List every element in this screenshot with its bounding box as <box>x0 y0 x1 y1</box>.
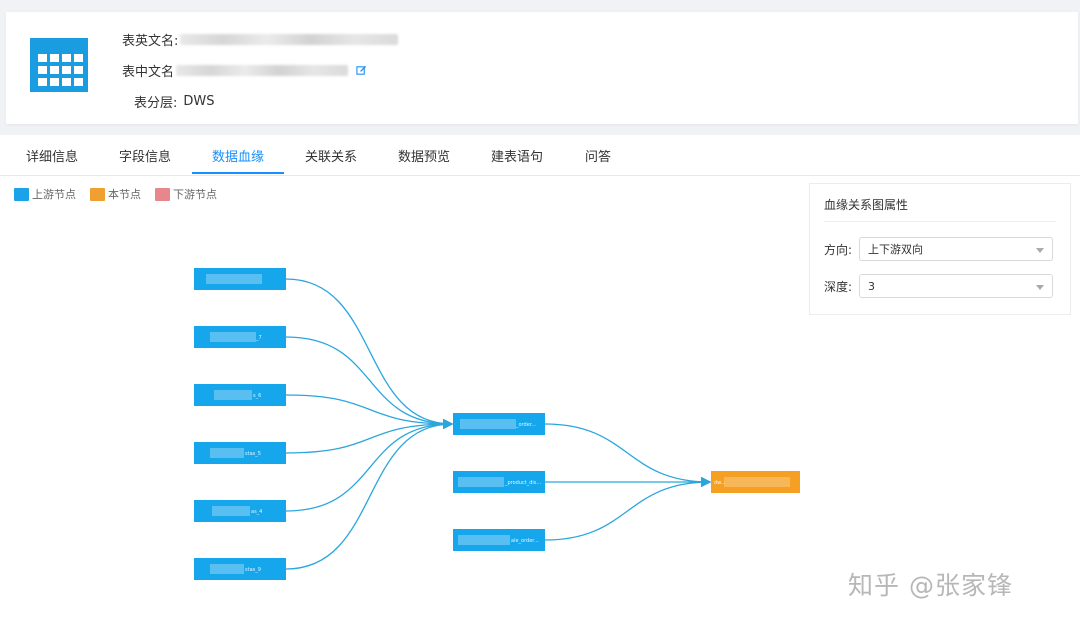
legend-upstream-label: 上游节点 <box>32 188 76 201</box>
upstream-node[interactable]: stas_5 <box>194 442 286 464</box>
layer-row: 表分层: DWS <box>134 92 215 111</box>
redacted-label <box>210 448 244 458</box>
english-name-value-redacted <box>180 34 399 45</box>
layer-value: DWS <box>183 94 215 109</box>
tab-relations[interactable]: 关联关系 <box>304 150 357 165</box>
direction-value: 上下游双向 <box>868 243 923 256</box>
redacted-label <box>460 419 516 429</box>
active-tab-indicator <box>192 172 284 174</box>
node-label: ale_order... <box>511 538 539 544</box>
node-label: dw... <box>714 480 726 486</box>
legend-downstream-label: 下游节点 <box>173 188 217 201</box>
tab-preview[interactable]: 数据预览 <box>397 150 450 165</box>
legend-downstream[interactable]: 下游节点 <box>155 186 217 202</box>
direction-label: 方向: <box>824 242 853 257</box>
upstream-node[interactable] <box>194 268 286 290</box>
legend-current-label: 本节点 <box>108 188 141 201</box>
node-label: _order... <box>515 422 537 428</box>
edge-m3-c <box>544 476 712 541</box>
node-label: s_6 <box>253 393 261 399</box>
upstream-node[interactable]: _product_dis... <box>453 471 545 493</box>
node-label: stas_5 <box>245 451 261 457</box>
english-name-label: 表英文名: <box>122 34 179 49</box>
redacted-label <box>206 274 262 284</box>
upstream-node[interactable]: _order... <box>453 413 545 435</box>
tab-ddl[interactable]: 建表语句 <box>490 150 543 165</box>
lineage-legend: 上游节点 本节点 下游节点 <box>14 186 231 202</box>
depth-row: 深度: 3 <box>824 274 1053 298</box>
edge-m1-c <box>544 423 712 488</box>
chinese-name-row: 表中文名 <box>122 61 367 80</box>
redacted-label <box>458 477 504 487</box>
upstream-node[interactable]: ale_order... <box>453 529 545 551</box>
upstream-node[interactable]: as_4 <box>194 500 286 522</box>
direction-row: 方向: 上下游双向 <box>824 237 1053 261</box>
main-content: 详细信息 字段信息 数据血缘 关联关系 数据预览 建表语句 问答 上游节点 本节… <box>0 135 1080 629</box>
edge-u2-m1 <box>285 336 454 430</box>
legend-upstream[interactable]: 上游节点 <box>14 186 76 202</box>
node-label: as_4 <box>251 509 262 515</box>
edge-u6-m1 <box>285 418 454 570</box>
current-node[interactable]: dw... <box>711 471 800 493</box>
redacted-label <box>724 477 790 487</box>
chinese-name-value-redacted <box>176 65 349 76</box>
edge-u4-m1 <box>285 418 454 454</box>
chinese-name-label: 表中文名 <box>122 65 175 80</box>
watermark: 知乎 @张家锋 <box>848 571 1013 600</box>
node-label: _product_dis... <box>504 480 542 486</box>
chevron-down-icon <box>1036 248 1044 253</box>
upstream-node[interactable]: s_6 <box>194 384 286 406</box>
edge-u3-m1 <box>285 394 454 430</box>
tab-lineage[interactable]: 数据血缘 <box>211 150 264 165</box>
redacted-label <box>210 564 244 574</box>
tab-qa[interactable]: 问答 <box>584 150 611 165</box>
upstream-node[interactable]: stas_9 <box>194 558 286 580</box>
direction-select[interactable]: 上下游双向 <box>859 237 1053 261</box>
redacted-label <box>212 506 250 516</box>
redacted-label <box>458 535 510 545</box>
lineage-graph: _7 s_6 stas_5 as_4 stas_9 _order... <box>194 268 800 580</box>
depth-value: 3 <box>868 280 875 293</box>
tab-fields[interactable]: 字段信息 <box>118 150 171 165</box>
props-divider <box>824 221 1056 222</box>
legend-current-swatch <box>90 187 105 201</box>
layer-label: 表分层: <box>134 96 178 111</box>
chevron-down-icon <box>1036 285 1044 290</box>
legend-current[interactable]: 本节点 <box>90 186 141 202</box>
upstream-node[interactable]: _7 <box>194 326 286 348</box>
lineage-properties-panel: 血缘关系图属性 方向: 上下游双向 深度: 3 <box>809 183 1071 315</box>
table-icon <box>30 38 88 92</box>
edge-u5-m1 <box>285 418 454 512</box>
legend-upstream-swatch <box>14 187 29 201</box>
node-label: stas_9 <box>245 567 261 573</box>
redacted-label <box>214 390 252 400</box>
edge-u1-m1 <box>285 278 454 430</box>
edit-icon[interactable] <box>356 65 367 76</box>
props-panel-title: 血缘关系图属性 <box>824 198 909 212</box>
node-label: _7 <box>255 335 262 341</box>
depth-select[interactable]: 3 <box>859 274 1053 298</box>
redacted-label <box>210 332 256 342</box>
tab-bar: 详细信息 字段信息 数据血缘 关联关系 数据预览 建表语句 问答 <box>0 135 1080 176</box>
legend-downstream-swatch <box>155 187 170 201</box>
table-info-card: 表英文名: 表中文名 表分层: DWS <box>6 12 1078 124</box>
tab-details[interactable]: 详细信息 <box>25 150 78 165</box>
depth-label: 深度: <box>824 279 853 294</box>
english-name-row: 表英文名: <box>122 30 399 49</box>
